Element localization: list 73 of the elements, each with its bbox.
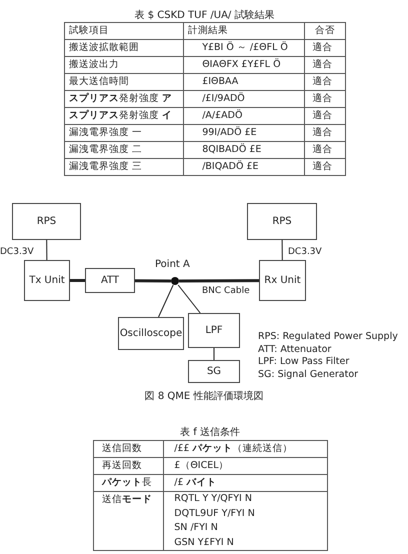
table-cell: 適合 <box>304 124 346 142</box>
table-cell: スプリアス発射強度 ア <box>64 90 184 108</box>
table-title: 表 f 送信条件 <box>179 426 241 439</box>
table-cell: 99I/ADÖ £E <box>184 124 304 142</box>
header-cell: 合否 <box>304 22 346 40</box>
edge-label: DC3.3V <box>0 247 34 257</box>
header-cell: 計測結果 <box>184 22 304 40</box>
table-cell: 適合 <box>304 108 346 124</box>
box-label: RPS <box>272 216 292 227</box>
edge-label: BNC Cable <box>202 286 250 296</box>
table-cell: £IΘBAA <box>184 74 304 90</box>
legend-text: RPS: Regulated Power Supply <box>258 331 398 342</box>
box-label: Oscilloscope <box>120 328 182 339</box>
device-box <box>12 203 81 240</box>
cable-line <box>179 279 259 282</box>
figure-caption: 図 8 QME 性能評価環境図 <box>144 390 264 403</box>
junction-dot <box>171 277 179 285</box>
table-cell: 送信回数 <box>94 440 164 458</box>
table-cell: パケット長 <box>94 474 164 492</box>
header-cell: 試験項目 <box>64 22 184 40</box>
cell-line: RQTL Y Y/QFYI N <box>174 492 253 506</box>
legend-text: SG: Signal Generator <box>258 368 358 380</box>
box-label: ATT <box>100 275 120 286</box>
table-cell: ΘIAΘFX £Y£FL Ö <box>184 56 304 74</box>
table-cell: /£I/9ADÖ <box>184 90 304 108</box>
table-cell: 漏洩電界強度 三 <box>64 158 184 176</box>
table-cell: 搬送波出力 <box>64 56 184 74</box>
table-cell: 適合 <box>304 142 346 158</box>
table-cell: /££ パケット（連続送信） <box>164 440 328 458</box>
table-cell: 最大送信時間 <box>64 74 184 90</box>
table-cell: /A/£ADÖ <box>184 108 304 124</box>
connector-line <box>282 240 283 260</box>
box-label: RPS <box>36 216 56 227</box>
table-cell: 搬送波拡散範囲 <box>64 40 184 56</box>
table-cell: 適合 <box>304 90 346 108</box>
table-cell: /BIQADÖ £E <box>184 158 304 176</box>
cable-line <box>134 279 172 282</box>
table-cell: 漏洩電界強度 一 <box>64 124 184 142</box>
table-cell: 適合 <box>304 40 346 56</box>
device-box <box>188 313 240 348</box>
legend-text: ATT: Attenuator <box>258 344 332 354</box>
table-title: 表 $ CSKD TUF /UA/ 試験結果 <box>134 8 276 22</box>
table-cell: Y£BI Ö ～ /£ΘFL Ö <box>184 40 304 56</box>
box-label: Tx Unit <box>29 275 65 286</box>
device-box <box>247 203 317 240</box>
point-label: Point A <box>155 259 190 270</box>
edge-label: DC3.3V <box>288 247 322 257</box>
table-cell: 漏洩電界強度 二 <box>64 142 184 158</box>
device-box <box>188 360 240 383</box>
device-box <box>85 268 135 293</box>
connector-line <box>178 284 201 314</box>
cable-line <box>70 279 85 282</box>
cell-line: GSN Y£FYI N <box>174 536 235 550</box>
table-cell: /£ バイト <box>164 474 328 492</box>
box-label: LPF <box>205 325 223 336</box>
table-cell: 適合 <box>304 74 346 90</box>
box-label: SG <box>206 366 222 377</box>
table-cell: 再送回数 <box>94 458 164 474</box>
table-cell: スプリアス発射強度 イ <box>64 108 184 124</box>
device-box <box>259 260 306 301</box>
connector-line <box>46 240 48 260</box>
device-box <box>118 317 184 350</box>
table-cell: £（ΘICEL） <box>164 458 328 474</box>
cell-line: DQTL9UF Y/FYI N <box>174 506 256 520</box>
box-label: Rx Unit <box>264 275 301 286</box>
table-cell: 8QIBADÖ £E <box>184 142 304 158</box>
device-box <box>24 260 70 301</box>
connector-line <box>158 284 174 318</box>
legend-text: LPF: Low Pass Filter <box>258 356 350 367</box>
table-cell: 適合 <box>304 158 346 176</box>
table-cell: 適合 <box>304 56 346 74</box>
cell-line: SN /FYI N <box>174 521 219 535</box>
table-cell: 送信モード <box>94 492 164 550</box>
